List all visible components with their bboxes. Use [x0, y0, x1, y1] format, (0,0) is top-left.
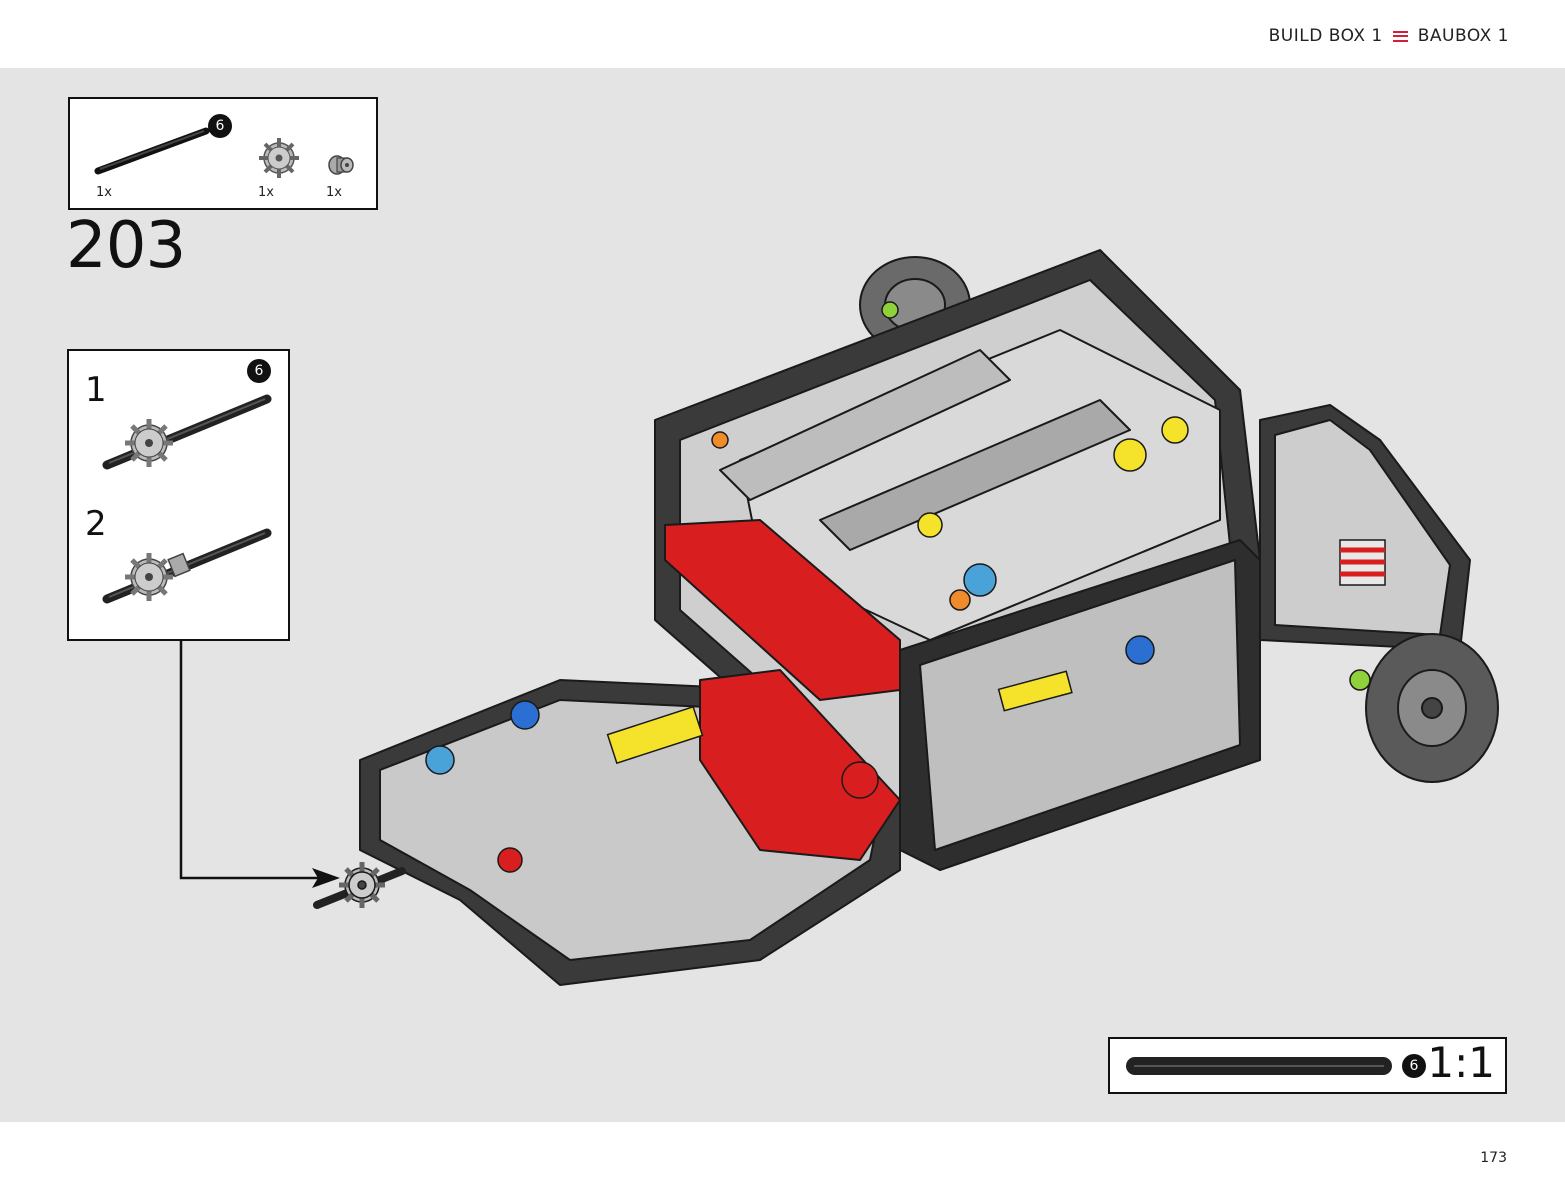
- sub-assembly-callout: 6 1 2: [67, 349, 290, 641]
- gear-16-tooth-icon: [259, 138, 299, 178]
- step-number: 203: [66, 209, 186, 283]
- axle-length-badge: 6: [247, 359, 271, 383]
- part-quantity: 1x: [258, 185, 274, 200]
- page-number: 173: [1480, 1150, 1507, 1166]
- part-quantity: 1x: [326, 185, 342, 200]
- build-box-en: BUILD BOX 1: [1268, 26, 1383, 46]
- axle-with-gear-icon: [102, 394, 272, 470]
- scale-reference: 6 1:1: [1108, 1037, 1507, 1094]
- axle-6-actual-size-icon: [1126, 1057, 1392, 1075]
- page-header: BUILD BOX 1 BAUBOX 1: [0, 0, 1565, 68]
- scale-label: 1:1: [1427, 1038, 1495, 1087]
- bush-icon: [328, 155, 354, 175]
- menu-icon: [1392, 30, 1408, 42]
- parts-callout: 6 1x 1x 1x: [68, 97, 378, 210]
- build-box-de: BAUBOX 1: [1417, 26, 1509, 46]
- axle-length-badge: 6: [208, 114, 232, 138]
- axle-with-gear-bush-icon: [102, 528, 272, 604]
- substep-number: 2: [85, 504, 107, 544]
- part-quantity: 1x: [96, 185, 112, 200]
- axle-6-icon: [94, 127, 210, 175]
- build-box-label: BUILD BOX 1 BAUBOX 1: [1269, 26, 1509, 46]
- substep-number: 1: [85, 370, 107, 410]
- axle-length-badge: 6: [1402, 1054, 1426, 1078]
